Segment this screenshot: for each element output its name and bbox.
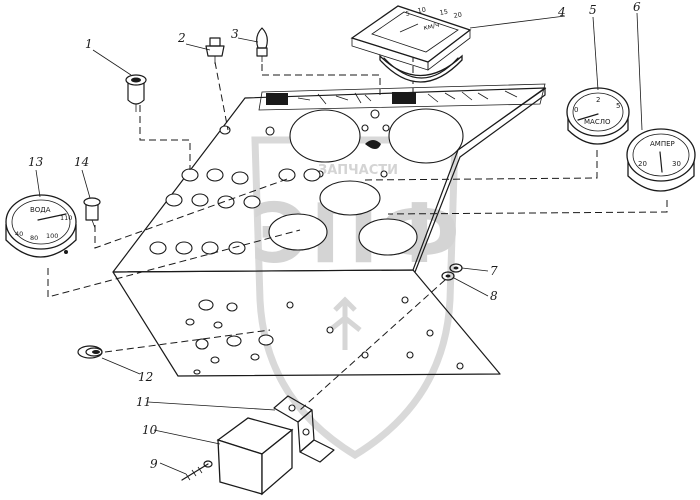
speedometer-scale-2: 10 bbox=[417, 6, 427, 15]
callout-9: 9 bbox=[150, 457, 158, 471]
oil-scale-5: 5 bbox=[616, 102, 620, 110]
water-scale-40: 40 bbox=[15, 230, 23, 238]
water-label: ВОДА bbox=[30, 206, 51, 214]
callout-8: 8 bbox=[490, 289, 498, 303]
screw-part bbox=[181, 460, 213, 481]
callout-1: 1 bbox=[85, 37, 93, 51]
speedometer-scale-3: 15 bbox=[439, 8, 449, 17]
relay-box-part bbox=[216, 417, 294, 496]
callout-7: 7 bbox=[490, 264, 498, 278]
callout-leaders bbox=[35, 12, 643, 475]
bulb-part bbox=[256, 27, 268, 62]
callout-numbers: 1 2 3 4 5 6 7 8 9 10 11 12 13 14 bbox=[28, 0, 641, 471]
instrument-panel bbox=[112, 83, 547, 377]
lamp-housing-part bbox=[205, 37, 225, 64]
speedometer-scale-1: 5 bbox=[405, 9, 410, 18]
callout-5: 5 bbox=[589, 3, 597, 17]
ammeter-scale-1: 20 bbox=[638, 160, 647, 168]
callout-10: 10 bbox=[142, 423, 158, 437]
washer-part bbox=[441, 271, 455, 281]
bracket-part bbox=[273, 395, 335, 463]
oil-label: МАСЛО bbox=[584, 118, 611, 126]
speedometer-label: км/ч bbox=[423, 21, 440, 32]
callout-6: 6 bbox=[633, 0, 641, 14]
oil-pressure-gauge: 0 2 5 МАСЛО bbox=[566, 87, 630, 145]
oil-scale-0: 0 bbox=[574, 106, 578, 114]
speedometer-gauge: 5 10 15 20 км/ч bbox=[350, 5, 472, 83]
indicator-icon-strip bbox=[258, 83, 546, 111]
water-scale-110: 110 bbox=[60, 214, 72, 222]
ammeter-label: АМПЕР bbox=[650, 140, 675, 148]
oil-scale-2: 2 bbox=[596, 96, 600, 104]
callout-4: 4 bbox=[557, 5, 566, 19]
svg-text:ЗАПЧАСТИ: ЗАПЧАСТИ bbox=[318, 163, 398, 178]
callout-14: 14 bbox=[74, 155, 89, 169]
water-scale-80: 80 bbox=[30, 234, 38, 242]
callout-11: 11 bbox=[136, 395, 151, 409]
callout-12: 12 bbox=[138, 370, 153, 384]
assembly-lines bbox=[47, 55, 668, 411]
water-scale-100: 100 bbox=[46, 232, 58, 240]
callout-2: 2 bbox=[177, 31, 186, 45]
grommet-part bbox=[77, 345, 103, 359]
speedometer-scale-4: 20 bbox=[453, 11, 463, 20]
water-temp-gauge: ВОДА 40 80 100 110 bbox=[5, 194, 77, 258]
ammeter-scale-2: 30 bbox=[672, 160, 681, 168]
push-switch-part bbox=[125, 74, 147, 112]
callout-3: 3 bbox=[231, 27, 239, 41]
ammeter-gauge: АМПЕР 20 30 bbox=[626, 128, 696, 192]
callout-13: 13 bbox=[28, 155, 44, 169]
toggle-switch-part bbox=[83, 197, 101, 229]
